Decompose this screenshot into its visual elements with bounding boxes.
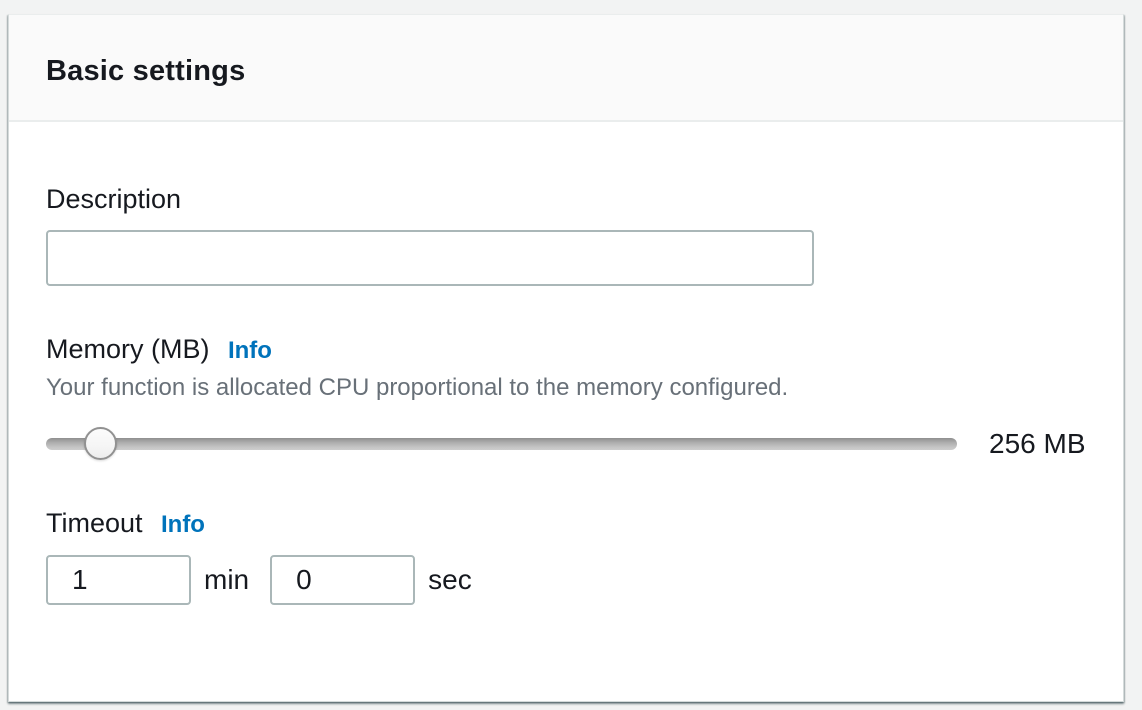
description-input[interactable] [46,230,814,286]
basic-settings-panel: Basic settings Description Memory (MB) I… [8,14,1124,702]
memory-slider-row: 256 MB [46,427,1086,461]
timeout-label-row: Timeout Info [46,509,1086,539]
panel-title: Basic settings [46,55,246,87]
timeout-field-group: Timeout Info min sec [46,509,1086,605]
memory-label: Memory (MB) [46,334,210,364]
memory-label-row: Memory (MB) Info [46,335,1086,365]
timeout-minutes-input[interactable] [46,555,191,605]
description-label: Description [46,184,182,214]
timeout-seconds-input[interactable] [270,555,416,605]
timeout-seconds-unit-label: sec [428,564,472,595]
panel-header: Basic settings [9,15,1123,122]
memory-info-link[interactable]: Info [227,337,272,364]
memory-slider-track[interactable] [46,438,957,450]
panel-body: Description Memory (MB) Info Your functi… [9,122,1123,605]
timeout-label: Timeout [46,508,143,538]
timeout-minutes-unit-label: min [204,564,250,595]
memory-slider-handle[interactable] [84,427,117,460]
memory-slider[interactable] [46,427,957,461]
description-field-group: Description [46,185,1086,286]
timeout-inputs-row: min sec [46,555,1086,605]
memory-helper-text: Your function is allocated CPU proportio… [46,374,789,401]
memory-field-group: Memory (MB) Info Your function is alloca… [46,335,1086,461]
timeout-info-link[interactable]: Info [160,511,205,538]
memory-value-label: 256 MB [989,428,1086,459]
